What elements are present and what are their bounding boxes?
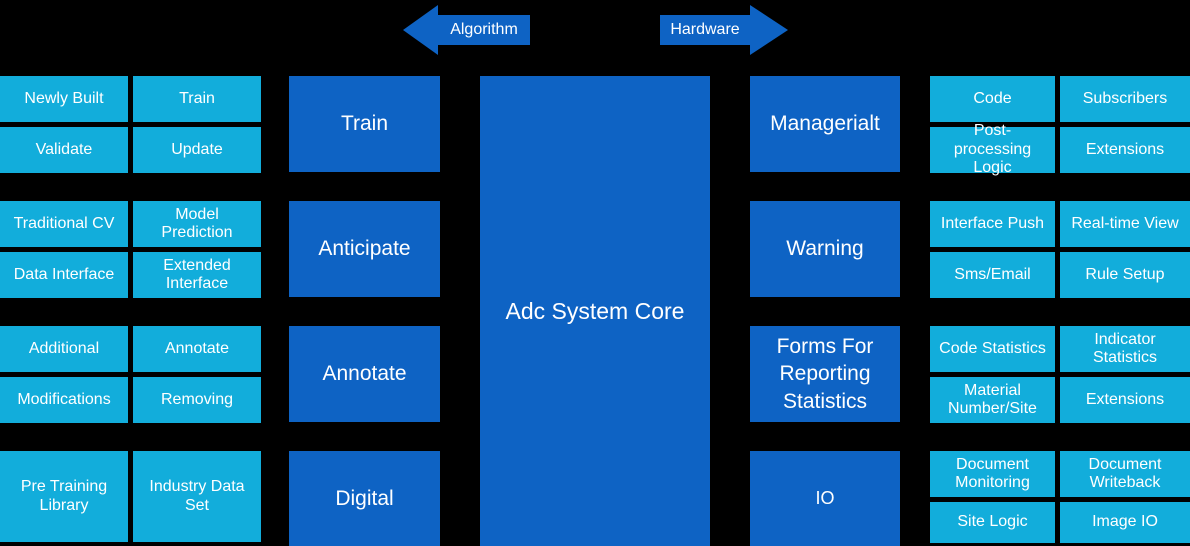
mid-left-column: Train Anticipate Annotate Digital <box>289 76 440 546</box>
block-io: IO <box>750 451 900 546</box>
left-column-a: Newly Built Validate Traditional CV Data… <box>0 76 128 542</box>
algorithm-arrow: Algorithm <box>403 5 530 55</box>
block-code-statistics: Code Statistics <box>930 326 1055 372</box>
block-train-small: Train <box>133 76 261 122</box>
block-anticipate: Anticipate <box>289 201 440 297</box>
algorithm-arrow-label: Algorithm <box>438 15 530 45</box>
block-newly-built: Newly Built <box>0 76 128 122</box>
block-additional: Additional <box>0 326 128 372</box>
hardware-arrow-label: Hardware <box>660 15 750 45</box>
block-validate: Validate <box>0 127 128 173</box>
block-model-prediction: Model Prediction <box>133 201 261 247</box>
mid-right-column: Managerialt Warning Forms For Reporting … <box>750 76 900 546</box>
block-sms-email: Sms/Email <box>930 252 1055 298</box>
arrow-left-icon <box>403 5 438 55</box>
block-pre-training-library: Pre Training Library <box>0 451 128 542</box>
block-post-processing-logic: Post-processing Logic <box>930 122 1055 176</box>
block-extended-interface: Extended Interface <box>133 252 261 298</box>
block-forms-reporting-statistics: Forms For Reporting Statistics <box>750 326 900 422</box>
block-document-writeback: Document Writeback <box>1060 451 1190 497</box>
block-site-logic: Site Logic <box>930 502 1055 543</box>
block-subscribers: Subscribers <box>1060 76 1190 122</box>
block-data-interface: Data Interface <box>0 252 128 298</box>
block-code: Code <box>930 76 1055 122</box>
block-annotate: Annotate <box>289 326 440 422</box>
block-annotate-small: Annotate <box>133 326 261 372</box>
block-update: Update <box>133 127 261 173</box>
block-managerialt: Managerialt <box>750 76 900 172</box>
block-warning: Warning <box>750 201 900 297</box>
block-removing: Removing <box>133 377 261 423</box>
block-interface-push: Interface Push <box>930 201 1055 247</box>
block-material-number-site: Material Number/Site <box>930 377 1055 423</box>
block-train: Train <box>289 76 440 172</box>
block-indicator-statistics: Indicator Statistics <box>1060 326 1190 372</box>
block-image-io: Image IO <box>1060 502 1190 543</box>
arrow-right-icon <box>750 5 788 55</box>
right-column-b: Subscribers Extensions Real-time View Ru… <box>1060 76 1190 543</box>
block-digital: Digital <box>289 451 440 546</box>
block-extensions-1: Extensions <box>1060 127 1190 173</box>
block-rule-setup: Rule Setup <box>1060 252 1190 298</box>
hardware-arrow: Hardware <box>660 5 788 55</box>
block-extensions-2: Extensions <box>1060 377 1190 423</box>
block-real-time-view: Real-time View <box>1060 201 1190 247</box>
block-traditional-cv: Traditional CV <box>0 201 128 247</box>
left-column-b: Train Update Model Prediction Extended I… <box>133 76 261 542</box>
block-industry-data-set: Industry Data Set <box>133 451 261 542</box>
block-modifications: Modifications <box>0 377 128 423</box>
block-document-monitoring: Document Monitoring <box>930 451 1055 497</box>
right-column-a: Code Post-processing Logic Interface Pus… <box>930 76 1055 543</box>
adc-system-core-block: Adc System Core <box>480 76 710 546</box>
